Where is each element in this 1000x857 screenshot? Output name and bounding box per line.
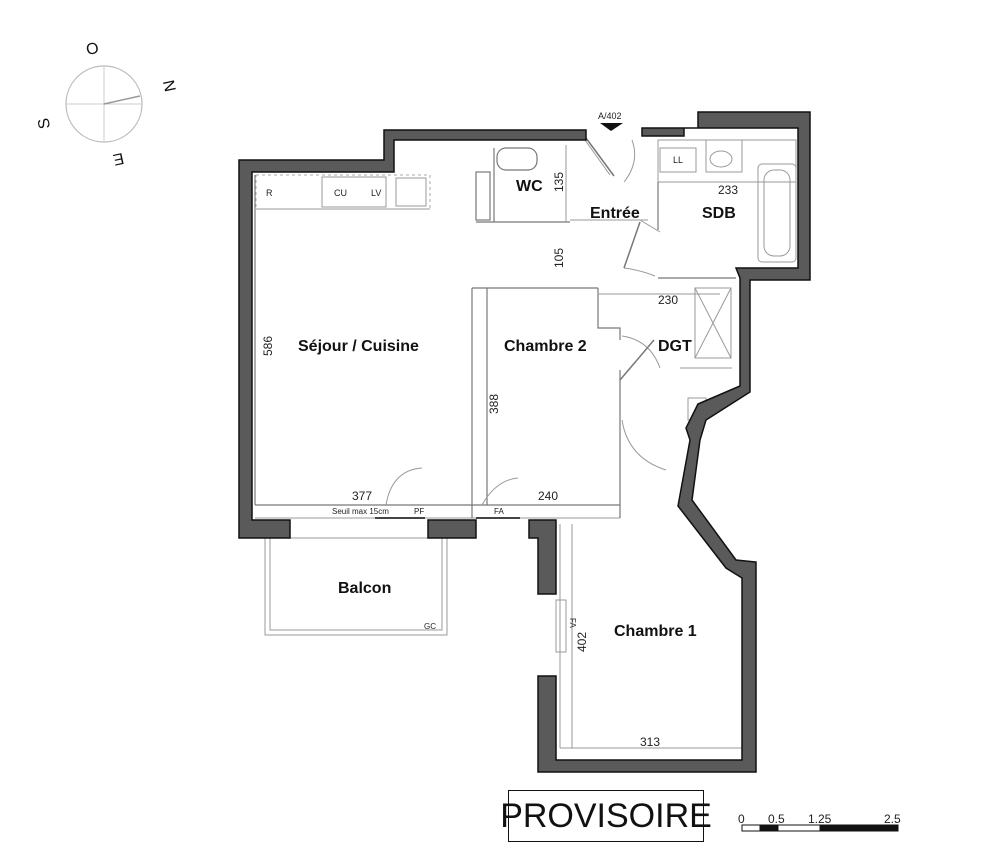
interior-lines <box>254 139 797 749</box>
dim-chambre1-402: 402 <box>575 632 589 652</box>
fixture-threshold: Seuil max 15cm <box>332 507 389 516</box>
room-sejour-cuisine: Séjour / Cuisine <box>298 338 419 355</box>
scale-tick-2-5: 2.5 <box>884 812 901 826</box>
fixture-patio-door: PF <box>414 507 424 516</box>
compass-west: O <box>85 40 101 59</box>
fixture-labels: R CU LV LL Seuil max 15cm PF FA FA GC <box>266 155 683 631</box>
room-labels: WC Entrée SDB Séjour / Cuisine Chambre 2… <box>298 178 736 640</box>
dim-entree-105: 105 <box>552 248 566 268</box>
dim-sejour-586: 586 <box>261 336 275 356</box>
room-wc: WC <box>516 178 543 195</box>
dim-dgt-230: 230 <box>658 293 678 307</box>
exterior-walls <box>238 111 811 773</box>
dim-chambre2-388: 388 <box>487 394 501 414</box>
scale-bar: 0 0.5 1.25 2.5 <box>738 812 901 832</box>
fixture-washing: LL <box>673 155 683 165</box>
compass: O N S E <box>35 40 178 168</box>
dim-sdb-233: 233 <box>718 183 738 197</box>
fixture-window-2: FA <box>568 618 577 628</box>
provisoire-stamp: PROVISOIRE <box>500 790 712 842</box>
scale-tick-0: 0 <box>738 812 745 826</box>
dim-chambre2-240: 240 <box>538 489 558 503</box>
room-balcon: Balcon <box>338 580 391 597</box>
room-dgt: DGT <box>658 338 692 355</box>
compass-south: S <box>35 117 54 130</box>
dimension-labels: 135 105 233 230 586 388 377 240 402 313 <box>261 172 738 749</box>
doors <box>375 137 667 519</box>
room-sdb: SDB <box>702 205 736 222</box>
fixture-dishwasher: LV <box>371 188 381 198</box>
dim-chambre1-313: 313 <box>640 735 660 749</box>
fixture-window-1: FA <box>494 507 504 516</box>
section-marker-label: A/402 <box>598 111 622 121</box>
fixture-fridge: R <box>266 188 273 198</box>
fixture-cooktop: CU <box>334 188 347 198</box>
scale-tick-0-5: 0.5 <box>768 812 785 826</box>
room-chambre-2: Chambre 2 <box>504 338 587 355</box>
room-entree: Entrée <box>590 205 640 222</box>
dim-wc-135: 135 <box>552 172 566 192</box>
room-chambre-1: Chambre 1 <box>614 623 697 640</box>
scale-tick-1-25: 1.25 <box>808 812 832 826</box>
compass-north: N <box>159 79 178 94</box>
dim-sejour-377: 377 <box>352 489 372 503</box>
compass-east: E <box>111 149 125 168</box>
section-marker: A/402 <box>598 111 623 131</box>
fixture-guardrail: GC <box>424 622 436 631</box>
